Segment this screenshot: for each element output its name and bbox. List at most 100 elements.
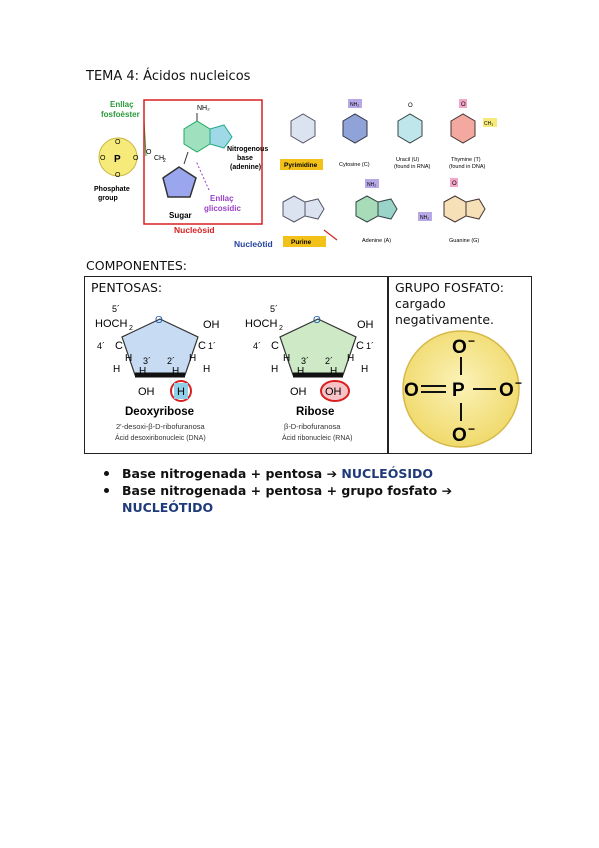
pyrimidine-badge xyxy=(280,159,323,170)
adenine-ring-6 xyxy=(183,120,211,153)
svg-text:glicosídic: glicosídic xyxy=(204,204,241,213)
adenine-purine-ring-5 xyxy=(377,198,398,220)
svg-text:β-D-ribofuranosa: β-D-ribofuranosa xyxy=(284,422,341,431)
svg-text:NH₂: NH₂ xyxy=(367,182,376,188)
svg-text:C: C xyxy=(271,340,279,352)
svg-text:C: C xyxy=(115,340,123,352)
svg-text:H: H xyxy=(125,353,132,364)
svg-text:O: O xyxy=(115,139,121,146)
svg-text:Cytosine (C): Cytosine (C) xyxy=(339,162,370,168)
deoxyribose-highlight-fill xyxy=(174,383,188,399)
phosphate-p: P xyxy=(114,154,121,165)
nucleotide-figure: P O O O O Phosphate group Enllaç fosfoès… xyxy=(94,99,497,249)
svg-text:2´: 2´ xyxy=(325,356,333,366)
svg-text:1´: 1´ xyxy=(366,341,374,351)
cytosine-ring xyxy=(342,113,368,144)
svg-text:−: − xyxy=(515,376,522,390)
svg-text:HOCH: HOCH xyxy=(245,318,277,330)
grupo-fosfato-desc2: negativamente. xyxy=(395,312,494,327)
svg-text:OH: OH xyxy=(357,319,374,331)
pentosas-box: PENTOSAS: O 5´ HOCH 2 OH 4´ C C 1´ H H H… xyxy=(84,276,388,454)
svg-text:(adenine): (adenine) xyxy=(230,164,261,171)
svg-text:O: O xyxy=(115,172,121,179)
pentoses-diagram: O 5´ HOCH 2 OH 4´ C C 1´ H H H H 3´ 2´ H… xyxy=(95,304,374,442)
components-title: COMPONENTES: xyxy=(86,258,188,273)
svg-text:H: H xyxy=(347,353,354,364)
nucleotid-label: Nucleòtid xyxy=(234,239,273,249)
svg-text:H: H xyxy=(330,366,337,377)
svg-text:CH₃: CH₃ xyxy=(484,121,493,127)
svg-text:group: group xyxy=(98,195,118,202)
purine-ring-6 xyxy=(282,195,306,223)
svg-text:fosfoèster: fosfoèster xyxy=(101,110,140,119)
svg-text:OH: OH xyxy=(138,386,155,398)
list-item: Base nitrogenada + pentosa ➔ NUCLEÓSIDO xyxy=(98,465,452,482)
svg-text:Adenine (A): Adenine (A) xyxy=(362,238,391,244)
svg-text:O: O xyxy=(146,149,152,156)
svg-text:C: C xyxy=(356,340,364,352)
svg-text:H: H xyxy=(361,364,368,375)
svg-text:O: O xyxy=(404,380,419,401)
svg-text:OH: OH xyxy=(325,386,342,398)
sugar-label: Sugar xyxy=(169,211,192,220)
deoxyribose-structure: O 5´ HOCH 2 OH 4´ C C 1´ H H H H 3´ 2´ H… xyxy=(95,304,220,442)
svg-text:OH: OH xyxy=(203,319,220,331)
svg-text:2´: 2´ xyxy=(167,356,175,366)
phosphate-p-label: P xyxy=(452,380,465,401)
svg-text:O: O xyxy=(499,380,514,401)
sugar-ring xyxy=(162,166,197,198)
svg-text:H: H xyxy=(139,366,146,377)
pyrimidine-ring xyxy=(290,113,316,144)
svg-text:5´: 5´ xyxy=(270,304,278,314)
ribose-highlight-ring xyxy=(320,380,350,402)
phosphate-group-label: Phosphate xyxy=(94,186,130,193)
grupo-fosfato-text: GRUPO FOSFATO: cargado negativamente. xyxy=(395,280,504,328)
adenine-ring-5 xyxy=(209,124,233,149)
svg-text:(found in RNA): (found in RNA) xyxy=(394,164,431,170)
pentosas-label: PENTOSAS: xyxy=(91,280,163,295)
nucleosid-label: Nucleòsid xyxy=(174,225,215,235)
guanine-nh2-badge xyxy=(418,212,432,221)
phosphate-diagram: O − O P O − O − xyxy=(402,330,522,448)
svg-text:H: H xyxy=(189,353,196,364)
svg-text:2: 2 xyxy=(163,158,166,164)
page-title: TEMA 4: Ácidos nucleicos xyxy=(86,69,251,84)
adenine-nh2-badge xyxy=(365,179,379,188)
svg-text:Ácid desoxiribonucleic (DNA): Ácid desoxiribonucleic (DNA) xyxy=(115,433,206,442)
thymine-ring xyxy=(450,113,476,144)
grupo-fosfato-desc1: cargado xyxy=(395,296,446,311)
arrow-icon: ➔ xyxy=(441,483,453,498)
svg-text:Pyrimidine: Pyrimidine xyxy=(284,162,318,169)
nucleosido-label: NUCLEÓSIDO xyxy=(337,466,433,481)
svg-text:O: O xyxy=(313,315,321,326)
svg-text:4´: 4´ xyxy=(97,341,105,351)
purine-ring-5 xyxy=(304,198,325,220)
svg-text:(found in DNA): (found in DNA) xyxy=(449,164,486,170)
svg-text:NH₂: NH₂ xyxy=(420,215,429,221)
svg-text:C: C xyxy=(198,340,206,352)
guanine-o-badge xyxy=(450,178,458,187)
enllac-fosfoester-label: Enllaç xyxy=(110,100,134,109)
list-item: Base nitrogenada + pentosa + grupo fosfa… xyxy=(98,482,452,516)
deoxyribose-highlight-ring xyxy=(170,380,192,402)
bullet-icon xyxy=(104,471,109,476)
svg-text:O: O xyxy=(155,315,163,326)
phosphate-big-circle xyxy=(402,330,520,448)
svg-text:−: − xyxy=(468,334,475,348)
svg-text:NH₂: NH₂ xyxy=(350,102,359,108)
cytosine-nh2-badge xyxy=(348,99,362,108)
phosphate-circle xyxy=(98,137,138,177)
thymine-o-badge xyxy=(459,99,467,108)
svg-text:OH: OH xyxy=(290,386,307,398)
deoxyribose-hoch2: HOCH xyxy=(95,318,127,330)
arrow-icon: ➔ xyxy=(326,466,338,481)
svg-text:2: 2 xyxy=(279,325,283,332)
svg-text:O: O xyxy=(452,425,467,446)
svg-text:H: H xyxy=(172,366,179,377)
svg-text:O: O xyxy=(452,337,467,358)
bullet-icon xyxy=(104,488,109,493)
svg-text:base: base xyxy=(237,155,253,162)
svg-text:H: H xyxy=(113,364,120,375)
svg-text:H: H xyxy=(271,364,278,375)
svg-text:H: H xyxy=(177,386,185,398)
